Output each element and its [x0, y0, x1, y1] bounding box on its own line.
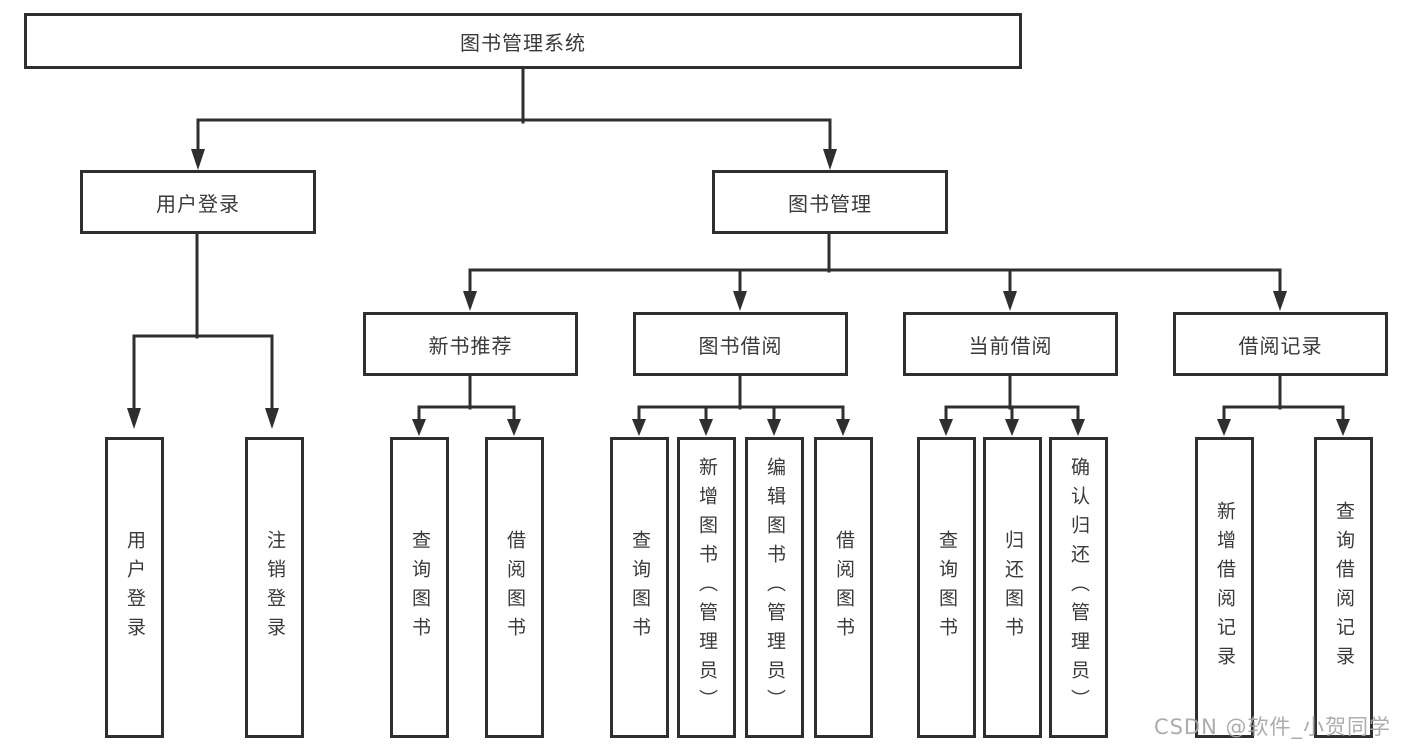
leaf-records-query-record: 查询借阅记录: [1314, 437, 1373, 738]
node-new-book-recommend-label: 新书推荐: [428, 333, 513, 358]
node-book-borrow-label: 图书借阅: [698, 333, 783, 358]
node-borrow-records: 借阅记录: [1173, 312, 1388, 376]
node-book-management: 图书管理: [712, 170, 948, 234]
leaf-records-query-record-label: 查询借阅记录: [1333, 500, 1355, 675]
node-user-login: 用户登录: [80, 170, 316, 234]
leaf-records-add-record: 新增借阅记录: [1195, 437, 1254, 738]
node-root-label: 图书管理系统: [460, 30, 586, 55]
leaf-logout: 注销登录: [245, 437, 304, 738]
node-book-management-label: 图书管理: [788, 191, 872, 216]
leaf-current-return-book: 归还图书: [983, 437, 1042, 738]
leaf-recommend-borrow-book: 借阅图书: [485, 437, 544, 738]
leaf-borrow-query-book-label: 查询图书: [629, 529, 651, 646]
node-current-borrow-label: 当前借阅: [968, 333, 1053, 358]
leaf-borrow-edit-book-label: 编辑图书（管理员）: [764, 457, 786, 718]
node-book-borrow: 图书借阅: [633, 312, 848, 376]
node-root: 图书管理系统: [24, 13, 1022, 69]
leaf-recommend-query-book-label: 查询图书: [409, 529, 431, 646]
leaf-borrow-query-book: 查询图书: [610, 437, 669, 738]
leaf-recommend-borrow-book-label: 借阅图书: [504, 529, 526, 646]
leaf-borrow-add-book-label: 新增图书（管理员）: [696, 457, 718, 718]
leaf-current-confirm-return: 确认归还（管理员）: [1049, 437, 1108, 738]
node-borrow-records-label: 借阅记录: [1238, 333, 1323, 358]
leaf-current-query-book-label: 查询图书: [936, 529, 958, 646]
leaf-records-add-record-label: 新增借阅记录: [1214, 500, 1236, 675]
node-current-borrow: 当前借阅: [903, 312, 1118, 376]
leaf-current-query-book: 查询图书: [917, 437, 976, 738]
leaf-recommend-query-book: 查询图书: [390, 437, 449, 738]
leaf-current-return-book-label: 归还图书: [1002, 529, 1024, 646]
arrow-heads: [127, 149, 1350, 436]
leaf-user-login-label: 用户登录: [124, 529, 146, 646]
leaf-borrow-borrow-book-label: 借阅图书: [833, 529, 855, 646]
leaf-current-confirm-return-label: 确认归还（管理员）: [1068, 457, 1090, 718]
leaf-user-login: 用户登录: [105, 437, 164, 738]
leaf-borrow-edit-book: 编辑图书（管理员）: [745, 437, 804, 738]
leaf-borrow-borrow-book: 借阅图书: [814, 437, 873, 738]
leaf-logout-label: 注销登录: [264, 529, 286, 646]
node-user-login-label: 用户登录: [156, 191, 240, 216]
node-new-book-recommend: 新书推荐: [363, 312, 578, 376]
connector-lines: [132, 66, 1345, 423]
leaf-borrow-add-book: 新增图书（管理员）: [677, 437, 736, 738]
